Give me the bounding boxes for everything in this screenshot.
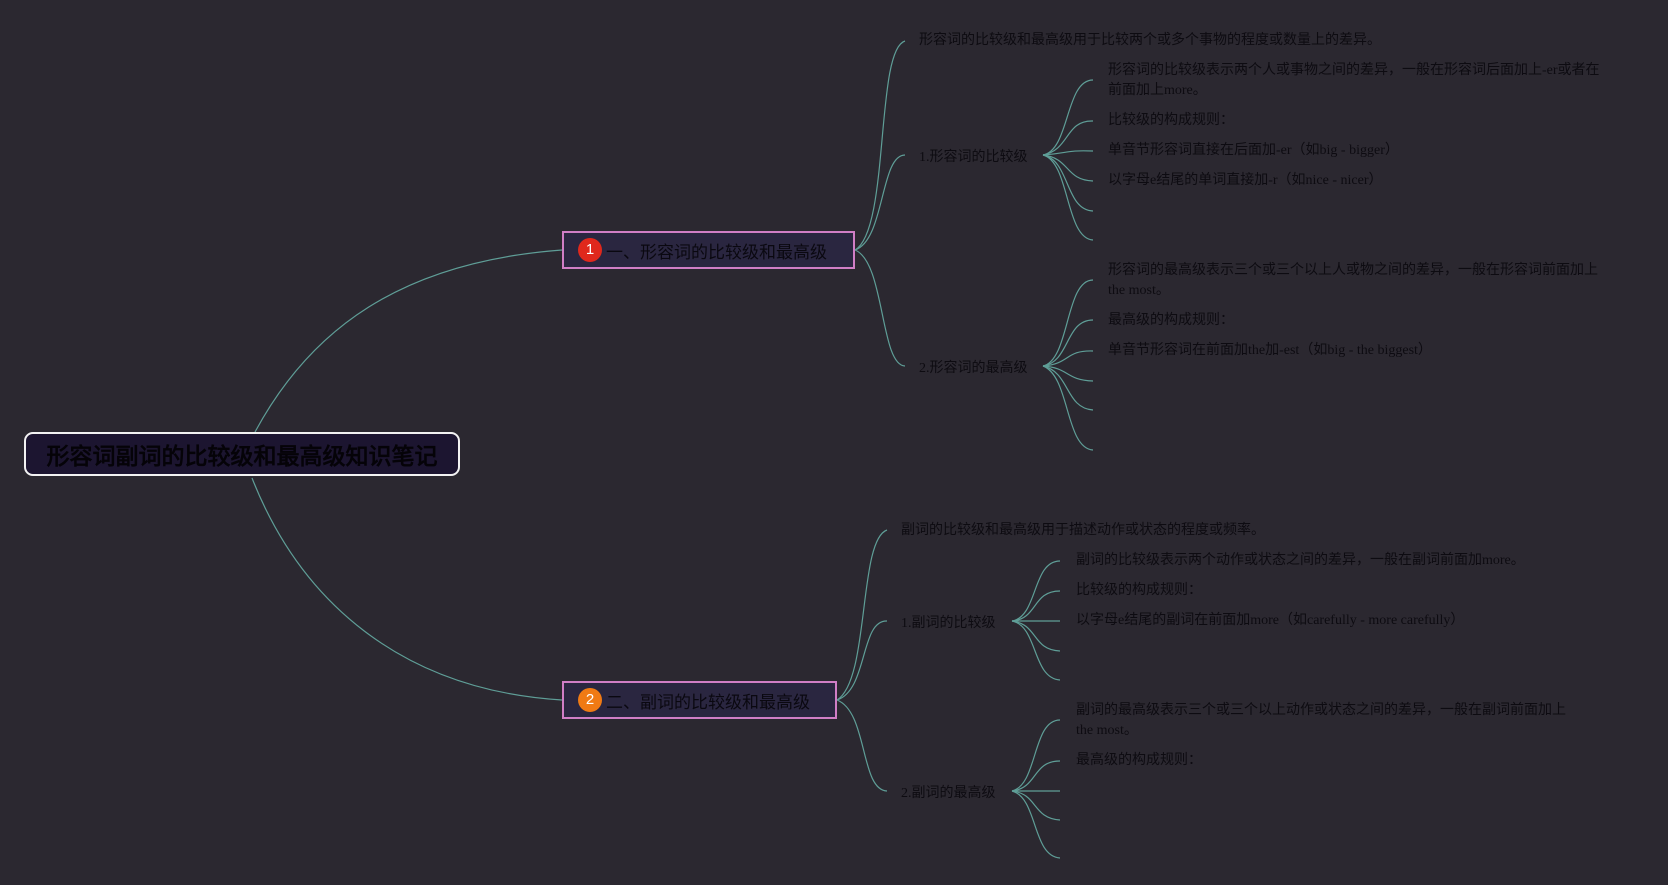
root-topic[interactable]: 形容词副词的比较级和最高级知识笔记 bbox=[24, 432, 460, 476]
priority-1-badge: 1 bbox=[578, 238, 602, 262]
connector-sec2-intro bbox=[836, 529, 888, 701]
section-title: 二、副词的比较级和最高级 bbox=[606, 692, 810, 713]
leaf-adj-superlative-definition[interactable]: 形容词的最高级表示三个或三个以上人或物之间的差异，一般在形容词前面加上the m… bbox=[1108, 263, 1598, 298]
leaf-adv-comparative-definition[interactable]: 副词的比较级表示两个动作或状态之间的差异，一般在副词前面加more。 bbox=[1076, 553, 1525, 568]
group-adverb-superlative[interactable]: 2.副词的最高级 bbox=[901, 786, 996, 801]
section-1-intro[interactable]: 形容词的比较级和最高级用于比较两个或多个事物的程度或数量上的差异。 bbox=[919, 33, 1381, 48]
leaf-adj-superlative-rule-1[interactable]: 单音节形容词在前面加the加-est（如big - the biggest） bbox=[1108, 343, 1432, 358]
connector-sec1-group2 bbox=[854, 249, 906, 367]
leaf-adj-comparative-definition[interactable]: 形容词的比较级表示两个人或事物之间的差异，一般在形容词后面加上-er或者在前面加… bbox=[1108, 63, 1600, 98]
leaf-adv-comparative-rule-1[interactable]: 以字母e结尾的副词在前面加more（如carefully - more care… bbox=[1076, 613, 1465, 628]
group-adjective-comparative[interactable]: 1.形容词的比较级 bbox=[919, 150, 1028, 165]
leaf-adj-comparative-rule-1[interactable]: 单音节形容词直接在后面加-er（如big - bigger） bbox=[1108, 143, 1399, 158]
connector-root-sec1 bbox=[254, 249, 563, 433]
connector-sec1-group1 bbox=[854, 154, 906, 251]
leaf-adj-superlative-rules[interactable]: 最高级的构成规则： bbox=[1108, 313, 1234, 328]
section-adjectives[interactable]: 1 一、形容词的比较级和最高级 bbox=[562, 231, 855, 269]
section-adverbs[interactable]: 2 二、副词的比较级和最高级 bbox=[562, 681, 837, 719]
leaf-adv-superlative-definition[interactable]: 副词的最高级表示三个或三个以上动作或状态之间的差异，一般在副词前面加上the m… bbox=[1076, 703, 1566, 738]
connector-sec2-group2 bbox=[836, 699, 888, 792]
section-2-intro[interactable]: 副词的比较级和最高级用于描述动作或状态的程度或频率。 bbox=[901, 523, 1265, 538]
group-adverb-comparative[interactable]: 1.副词的比较级 bbox=[901, 616, 996, 631]
section-title: 一、形容词的比较级和最高级 bbox=[606, 242, 827, 263]
leaf-adj-comparative-rules[interactable]: 比较级的构成规则： bbox=[1108, 113, 1234, 128]
leaf-adv-comparative-rules[interactable]: 比较级的构成规则： bbox=[1076, 583, 1202, 598]
group-adjective-superlative[interactable]: 2.形容词的最高级 bbox=[919, 361, 1028, 376]
connector-root-sec2 bbox=[251, 477, 563, 701]
leaf-adj-comparative-rule-2[interactable]: 以字母e结尾的单词直接加-r（如nice - nicer） bbox=[1108, 173, 1383, 188]
priority-2-badge: 2 bbox=[578, 688, 602, 712]
connector-sec1-intro bbox=[854, 40, 906, 251]
connector-sec2-group1 bbox=[836, 620, 888, 701]
root-title: 形容词副词的比较级和最高级知识笔记 bbox=[46, 444, 438, 470]
leaf-adv-superlative-rules[interactable]: 最高级的构成规则： bbox=[1076, 753, 1202, 768]
